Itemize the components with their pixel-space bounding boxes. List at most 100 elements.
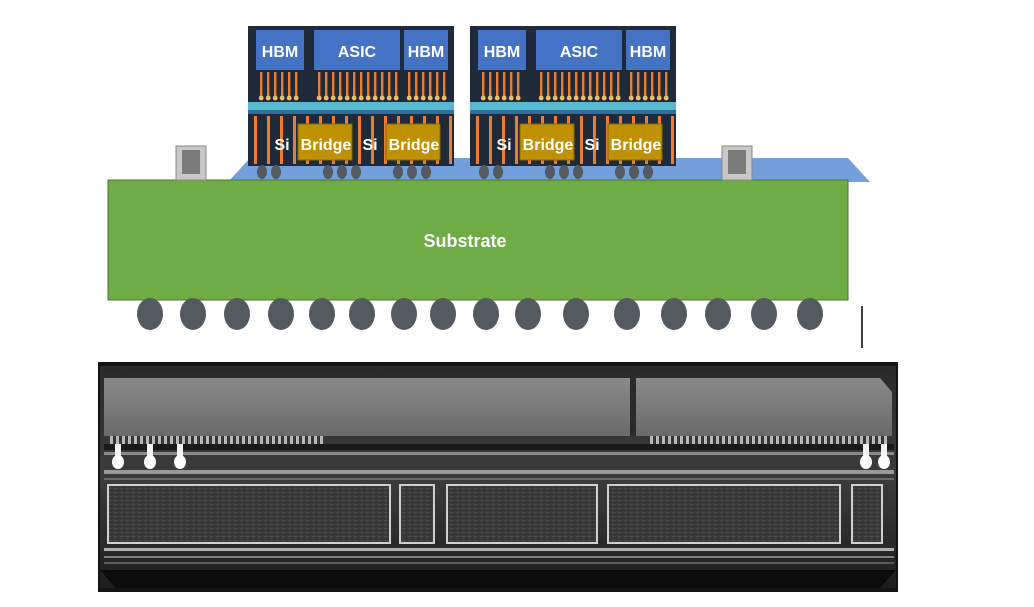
bump-cap bbox=[258, 95, 264, 101]
bump-cap bbox=[559, 95, 565, 101]
c4-bump bbox=[257, 165, 267, 179]
sem-microbump bbox=[194, 436, 197, 444]
bump-cap bbox=[279, 95, 285, 101]
sem-microbump bbox=[656, 436, 659, 444]
sem-bridge-3 bbox=[446, 484, 598, 544]
cu-pillar bbox=[671, 116, 674, 164]
sem-microbump bbox=[836, 436, 839, 444]
micro-bump bbox=[603, 72, 606, 98]
bump-cap bbox=[552, 95, 558, 101]
bump-cap bbox=[316, 95, 322, 101]
bga-ball bbox=[515, 298, 541, 330]
micro-bump bbox=[582, 72, 585, 98]
sem-microbump bbox=[242, 436, 245, 444]
micro-bump bbox=[568, 72, 571, 98]
bump-cap bbox=[286, 95, 292, 101]
sem-microbump bbox=[278, 436, 281, 444]
micro-bump bbox=[367, 72, 370, 98]
bump-cap bbox=[487, 95, 493, 101]
bump-cap bbox=[480, 95, 486, 101]
sem-microbump bbox=[830, 436, 833, 444]
cu-pillar bbox=[593, 116, 596, 164]
si-label: Si bbox=[496, 137, 511, 154]
sem-microbump bbox=[650, 436, 653, 444]
micro-bump bbox=[408, 72, 411, 98]
micro-bump bbox=[503, 72, 506, 98]
bump-cap bbox=[293, 95, 299, 101]
bump-cap bbox=[501, 95, 507, 101]
asic-die-label: ASIC bbox=[560, 44, 599, 61]
sem-microbump bbox=[728, 436, 731, 444]
micro-bump bbox=[374, 72, 377, 98]
sem-microbump bbox=[212, 436, 215, 444]
sem-post-bump bbox=[112, 455, 124, 469]
si-bridge bbox=[297, 123, 353, 161]
bump-cap bbox=[441, 95, 447, 101]
hbm-die-label: HBM bbox=[408, 44, 444, 61]
bump-cap bbox=[337, 95, 343, 101]
sem-microbump bbox=[722, 436, 725, 444]
sem-bridge-5 bbox=[851, 484, 883, 544]
cu-pillar bbox=[515, 116, 518, 164]
micro-bump bbox=[325, 72, 328, 98]
sem-microbump bbox=[872, 436, 875, 444]
bump-cap bbox=[635, 95, 641, 101]
bump-cap bbox=[386, 95, 392, 101]
bump-cap bbox=[427, 95, 433, 101]
c4-bump bbox=[545, 165, 555, 179]
sem-microbump bbox=[818, 436, 821, 444]
sem-microbump bbox=[284, 436, 287, 444]
si-bridge bbox=[607, 123, 663, 161]
micro-bump bbox=[395, 72, 398, 98]
micro-bump bbox=[422, 72, 425, 98]
sem-microbump bbox=[794, 436, 797, 444]
rdl-layer bbox=[248, 102, 454, 110]
micro-bump bbox=[346, 72, 349, 98]
sem-microbump bbox=[884, 436, 887, 444]
micro-bump bbox=[547, 72, 550, 98]
sem-post-bump bbox=[144, 455, 156, 469]
si-bridge bbox=[385, 123, 441, 161]
micro-bump bbox=[554, 72, 557, 98]
bump-cap bbox=[656, 95, 662, 101]
micro-bump bbox=[295, 72, 298, 98]
sem-microbump bbox=[674, 436, 677, 444]
bga-ball bbox=[705, 298, 731, 330]
micro-bump bbox=[429, 72, 432, 98]
sem-microbump bbox=[800, 436, 803, 444]
sem-post bbox=[881, 444, 887, 456]
hbm-die bbox=[478, 30, 526, 70]
bump-cap bbox=[272, 95, 278, 101]
micro-bump bbox=[665, 72, 668, 98]
micro-bump bbox=[260, 72, 263, 98]
bga-ball bbox=[137, 298, 163, 330]
micro-bump bbox=[274, 72, 277, 98]
bump-cap bbox=[515, 95, 521, 101]
sem-microbump bbox=[128, 436, 131, 444]
sem-microbump bbox=[824, 436, 827, 444]
sem-post bbox=[177, 444, 183, 456]
sem-bridge-4 bbox=[607, 484, 841, 544]
cu-pillar bbox=[358, 116, 361, 164]
substrate bbox=[107, 179, 849, 301]
sem-microbump bbox=[254, 436, 257, 444]
sem-microbump bbox=[164, 436, 167, 444]
bump-cap bbox=[615, 95, 621, 101]
asic-die bbox=[314, 30, 400, 70]
micro-bump bbox=[496, 72, 499, 98]
rdl-layer bbox=[470, 102, 676, 110]
sem-microbump bbox=[206, 436, 209, 444]
sem-microbump bbox=[860, 436, 863, 444]
bga-ball bbox=[473, 298, 499, 330]
sem-microbump bbox=[752, 436, 755, 444]
cu-pillar bbox=[280, 116, 283, 164]
sem-microbump bbox=[236, 436, 239, 444]
sem-microbump bbox=[848, 436, 851, 444]
cu-pillar bbox=[580, 116, 583, 164]
bump-cap bbox=[642, 95, 648, 101]
sem-microbump bbox=[734, 436, 737, 444]
sem-microbump bbox=[854, 436, 857, 444]
bump-cap bbox=[420, 95, 426, 101]
